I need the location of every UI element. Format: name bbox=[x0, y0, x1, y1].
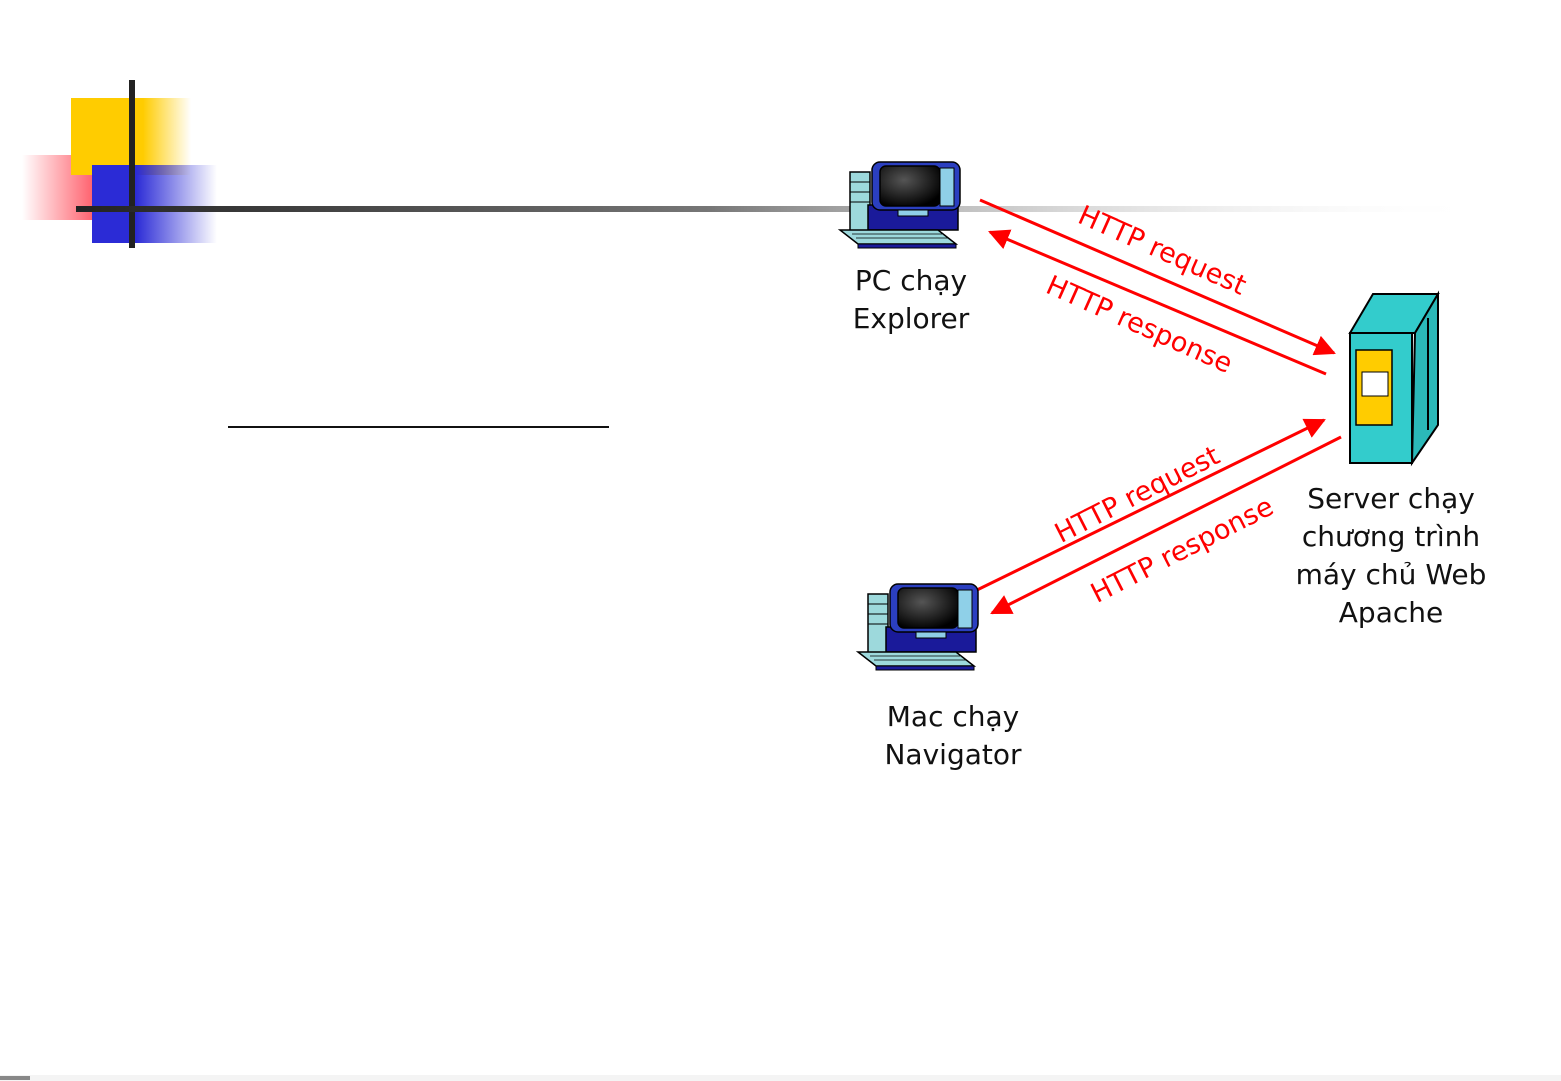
title-ornament bbox=[22, 80, 1486, 248]
footer-strip bbox=[0, 1075, 1561, 1081]
server-label-line1: Server chạy bbox=[1281, 480, 1501, 518]
pc-label-line1: PC chạy bbox=[836, 262, 986, 300]
server-label-line3: máy chủ Web bbox=[1281, 556, 1501, 594]
pc-computer-icon bbox=[840, 162, 960, 248]
mac-label-line2: Navigator bbox=[865, 736, 1041, 774]
pc-label-line2: Explorer bbox=[836, 300, 986, 338]
mac-label: Mac chạy Navigator bbox=[865, 698, 1041, 774]
horizontal-rule bbox=[76, 206, 1486, 212]
pc-label: PC chạy Explorer bbox=[836, 262, 986, 338]
server-label-line4: Apache bbox=[1281, 594, 1501, 632]
server-label-line2: chương trình bbox=[1281, 518, 1501, 556]
server-icon bbox=[1350, 294, 1438, 463]
vertical-rule bbox=[129, 80, 135, 248]
server-label: Server chạy chương trình máy chủ Web Apa… bbox=[1281, 480, 1501, 632]
blue-square bbox=[92, 165, 217, 243]
mac-computer-icon bbox=[858, 584, 978, 670]
mac-label-line1: Mac chạy bbox=[865, 698, 1041, 736]
